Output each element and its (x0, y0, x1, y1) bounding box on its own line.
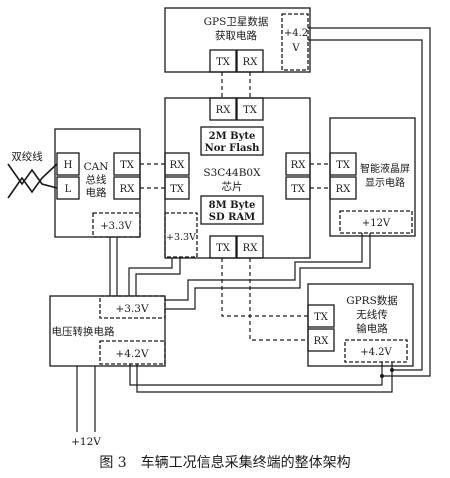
can-title-line3: 电路 (86, 186, 107, 199)
cpu-power-label: +3.3V (166, 232, 196, 243)
cpu-left-tx: TX (170, 184, 185, 195)
sdram-line1: 8M Byte (209, 200, 256, 211)
cpu-left-rx: RX (170, 160, 186, 171)
can-title-line1: CAN (84, 161, 109, 173)
can-power-label: +3.3V (100, 221, 132, 232)
gps-rx-label: RX (243, 57, 259, 68)
cpu-rx-top: RX (216, 105, 232, 116)
cpu-right-tx: TX (291, 184, 306, 195)
gps-power-unit: V (291, 43, 300, 54)
twisted-pair-label: 双绞线 (11, 150, 43, 163)
gprs-tx-label: TX (314, 312, 329, 323)
chip-name: S3C44B0X (203, 167, 261, 179)
voltage-title: 电压转换电路 (52, 325, 115, 338)
junction-dots (380, 368, 394, 378)
cpu-rx-bottom: RX (243, 243, 259, 254)
cpu-tx-top: TX (243, 105, 258, 116)
gps-tx-label: TX (216, 57, 231, 68)
twisted-pair-icon (7, 163, 58, 199)
chip-label: 芯片 (222, 180, 243, 193)
gps-title-line2: 获取电路 (215, 29, 257, 42)
lcd-tx-label: TX (336, 160, 351, 171)
can-l-label: L (65, 184, 72, 195)
power-lines (76, 27, 431, 432)
figure-caption: 图 3 车辆工况信息采集终端的整体架构 (99, 455, 351, 471)
signal-lines (140, 72, 330, 341)
nor-flash-line1: 2M Byte (209, 131, 256, 142)
gprs-title-line3: 输电路 (356, 322, 388, 335)
gps-power-label: +4.2 (284, 28, 308, 39)
lcd-rx-label: RX (336, 184, 352, 195)
can-h-label: H (64, 160, 73, 171)
sdram-line2: SD RAM (209, 212, 256, 223)
cpu-tx-bottom: TX (216, 243, 231, 254)
nor-flash-block (200, 126, 264, 156)
voltage-out-42: +4.2V (115, 348, 148, 360)
lcd-title-line2: 显示电路 (365, 176, 405, 189)
nor-flash-line2: Nor Flash (205, 143, 261, 154)
gprs-title-line2: 无线传 (356, 308, 388, 321)
voltage-out-33: +3.3V (115, 303, 148, 315)
gprs-power-label: +4.2V (360, 347, 392, 358)
lcd-title-line1: 智能液晶屏 (360, 162, 410, 175)
gps-title-line1: GPS卫星数据 (204, 15, 269, 28)
gprs-rx-label: RX (314, 336, 330, 347)
supply-label: +12V (71, 436, 101, 448)
cpu-right-rx: RX (291, 160, 307, 171)
sdram-block (200, 195, 264, 225)
can-tx-label: TX (120, 160, 135, 171)
lcd-power-label: +12V (362, 218, 391, 229)
can-rx-label: RX (120, 184, 136, 195)
can-title-line2: 总线 (86, 173, 107, 186)
gprs-title-line1: GPRS数据 (346, 294, 398, 307)
